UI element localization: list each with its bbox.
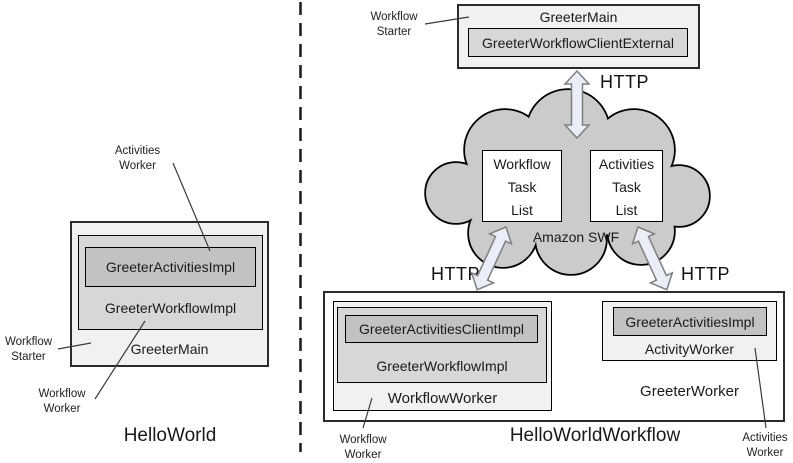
http-arrow-top <box>563 69 591 140</box>
helloworld-workflowimpl-label: GreeterWorkflowImpl <box>104 300 237 316</box>
greeterworkflowclientexternal-label: GreeterWorkflowClientExternal <box>482 34 674 51</box>
greeteractivitiesclientimpl-label: GreeterActivitiesClientImpl <box>359 321 524 337</box>
annotation-workflow-worker-left: Workflow Worker <box>38 388 86 415</box>
greeterworkflowimpl-label: GreeterWorkflowImpl <box>376 358 508 374</box>
annotation-activities-worker-left: Activities Worker <box>114 145 161 172</box>
helloworld-greetermain-label: GreeterMain <box>130 341 209 357</box>
greeteractivitiesimpl-box: GreeterActivitiesImpl <box>613 307 767 336</box>
annotation-workflow-starter-left: Workflow Starter <box>4 336 53 363</box>
greeteractivitiesclientimpl-box: GreeterActivitiesClientImpl <box>345 315 538 343</box>
greeterworker-label: GreeterWorker <box>640 382 739 400</box>
workflow-starter-greetermain-label: GreeterMain <box>539 9 618 25</box>
http-arrow-right <box>631 225 674 291</box>
annotation-workflow-starter-right: Workflow Starter <box>370 11 418 38</box>
activities-task-list-box: Activities Task List <box>590 150 663 222</box>
workflowworker-label: WorkflowWorker <box>387 389 498 407</box>
annotation-workflow-worker-right: Workflow Worker <box>339 434 387 461</box>
greeterworkflowclientexternal-box: GreeterWorkflowClientExternal <box>468 28 688 57</box>
http-label-left: HTTP <box>431 264 480 284</box>
annotation-activities-worker-right: Activities Worker <box>742 432 788 459</box>
http-label-right: HTTP <box>681 264 730 284</box>
helloworld-title: HelloWorld <box>123 425 217 446</box>
helloworld-activitiesimpl-label: GreeterActivitiesImpl <box>105 259 236 275</box>
greeteractivitiesimpl-label: GreeterActivitiesImpl <box>625 313 755 330</box>
activityworker-label: ActivityWorker <box>644 341 735 357</box>
workflow-task-list-box: Workflow Task List <box>482 150 562 222</box>
amazon-swf-label: Amazon SWF <box>532 229 620 245</box>
helloworldworkflow-title: HelloWorldWorkflow <box>509 425 681 446</box>
helloworld-activitiesimpl-box: GreeterActivitiesImpl <box>85 247 256 287</box>
http-label-top: HTTP <box>600 72 649 92</box>
amazon-swf-cloud <box>424 88 711 276</box>
